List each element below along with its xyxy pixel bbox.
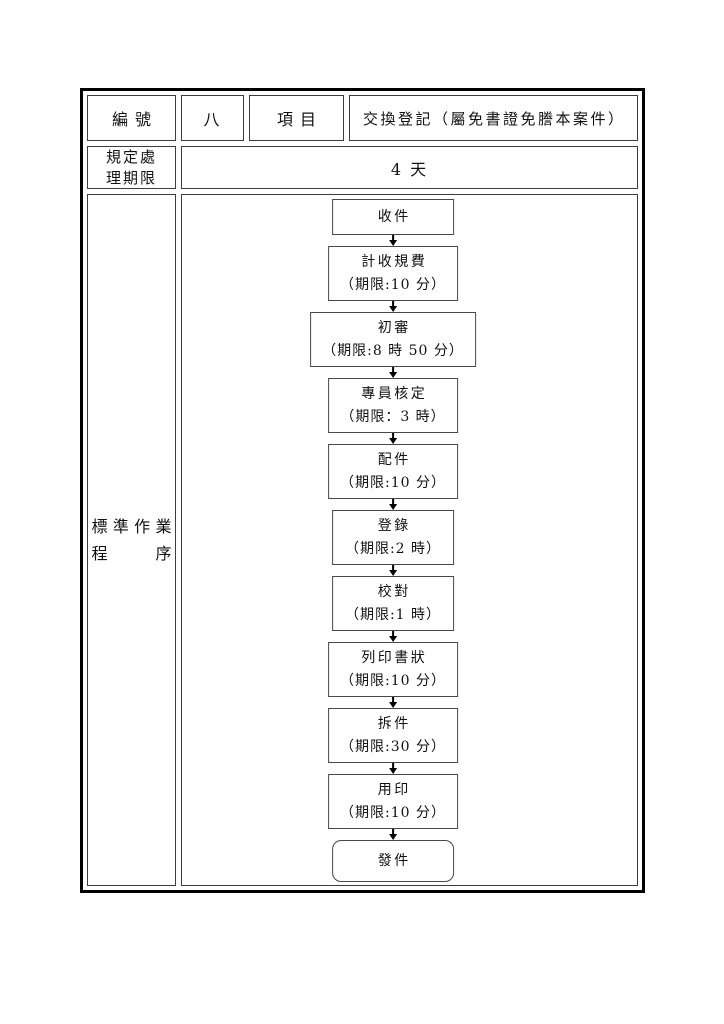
flow-step-name: 配件 <box>377 451 411 468</box>
item-label: 項目 <box>249 95 344 141</box>
deadline-value: 4 天 <box>181 146 638 189</box>
flow-step-name: 拆件 <box>377 715 411 732</box>
flow-step-duration: （期限:10 分） <box>340 804 446 821</box>
flow-step-box: 拆件 （期限:30 分） <box>328 708 458 763</box>
flow-step-box: 發件 <box>331 840 454 882</box>
procedure-table: 編號 八 項目 交換登記（屬免書證免謄本案件） 規定處 理期限 4 天 標準作業… <box>80 88 645 893</box>
flow-step-box: 初審 （期限:8 時 50 分） <box>310 312 476 367</box>
flow-step-duration: （期限:1 時） <box>344 606 442 623</box>
flowchart-column: 收件 計收規費 （期限:10 分） 初審 （期限:8 時 50 分） 專員核定 … <box>310 199 476 882</box>
flow-step-box: 列印書狀 （期限:10 分） <box>328 642 458 697</box>
flow-step-duration: （期限:10 分） <box>340 672 446 689</box>
flow-step-box: 用印 （期限:10 分） <box>328 774 458 829</box>
down-arrow-icon <box>388 565 397 576</box>
flow-step-name: 初審 <box>377 319 411 336</box>
flow-step-name: 計收規費 <box>361 253 428 270</box>
flow-step-box: 配件 （期限:10 分） <box>328 444 458 499</box>
flow-step-box: 專員核定 （期限：3 時） <box>328 378 458 433</box>
serial-number-label: 編號 <box>87 95 176 141</box>
flowchart-area: 收件 計收規費 （期限:10 分） 初審 （期限:8 時 50 分） 專員核定 … <box>181 194 638 886</box>
down-arrow-icon <box>388 697 397 708</box>
procedure-label-line2: 程序 <box>91 544 172 563</box>
down-arrow-icon <box>388 301 397 312</box>
flow-step-name: 登錄 <box>377 517 411 534</box>
procedure-label: 標準作業 程序 <box>87 194 176 886</box>
flow-step-box: 校對 （期限:1 時） <box>331 576 454 631</box>
down-arrow-icon <box>388 763 397 774</box>
down-arrow-icon <box>388 433 397 444</box>
deadline-label-line1: 規定處 <box>105 147 157 166</box>
flow-step-box: 收件 <box>331 199 454 235</box>
down-arrow-icon <box>388 631 397 642</box>
down-arrow-icon <box>388 499 397 510</box>
flow-step-name: 校對 <box>377 583 411 600</box>
flow-step-box: 登錄 （期限:2 時） <box>331 510 454 565</box>
flow-step-duration: （期限:2 時） <box>344 540 442 557</box>
down-arrow-icon <box>388 235 397 246</box>
flow-step-duration: （期限:10 分） <box>340 474 446 491</box>
flow-step-name: 用印 <box>377 781 411 798</box>
down-arrow-icon <box>388 367 397 378</box>
deadline-label-line2: 理期限 <box>105 168 157 187</box>
flow-step-name: 收件 <box>377 208 411 225</box>
flow-step-name: 發件 <box>377 852 411 869</box>
procedure-label-line1: 標準作業 <box>91 517 172 536</box>
flow-step-duration: （期限:10 分） <box>340 276 446 293</box>
deadline-label: 規定處 理期限 <box>87 146 176 189</box>
flow-step-duration: （期限:8 時 50 分） <box>322 342 464 359</box>
down-arrow-icon <box>388 829 397 840</box>
flow-step-name: 列印書狀 <box>361 649 428 666</box>
flow-step-duration: （期限：3 時） <box>340 408 446 425</box>
serial-number-value: 八 <box>181 95 244 141</box>
flow-step-duration: （期限:30 分） <box>340 738 446 755</box>
flow-step-box: 計收規費 （期限:10 分） <box>328 246 458 301</box>
flow-step-name: 專員核定 <box>361 385 428 402</box>
item-title: 交換登記（屬免書證免謄本案件） <box>349 95 638 141</box>
